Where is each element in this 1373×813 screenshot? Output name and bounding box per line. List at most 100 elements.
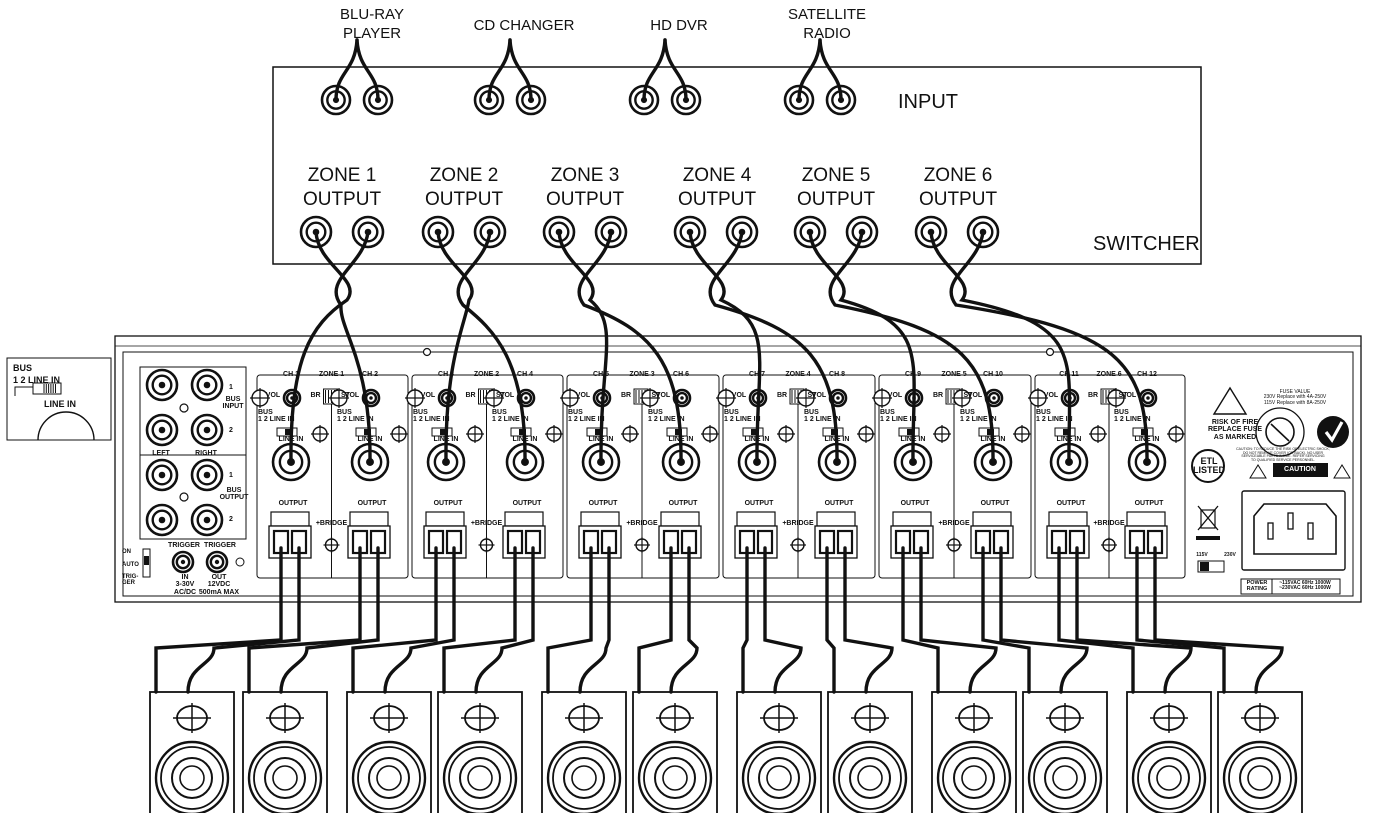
bridge-screw-3 <box>634 537 650 553</box>
bridge-label-2: +BRIDGE <box>470 520 503 527</box>
bus-jack-4 <box>190 413 224 447</box>
inset-jack-arc <box>37 411 95 441</box>
st-label-2: ST <box>496 392 505 399</box>
vol-screw-9 <box>872 388 892 408</box>
bus-switch-label-6: BUS 1 2 LINE IN <box>648 409 685 424</box>
zone-frame-6 <box>1034 374 1186 579</box>
line-in-screw-8 <box>857 425 875 443</box>
speaker-terminal-top-4 <box>504 511 544 527</box>
amp-chassis-inner <box>122 351 1354 597</box>
speakers <box>149 691 1303 813</box>
zone-cable-5-b <box>828 230 995 464</box>
inset-line-in-label: LINE IN <box>43 399 76 409</box>
mount-hole-left <box>422 347 432 357</box>
line-in-label-3: LINE IN <box>433 436 459 443</box>
c-tick-icon <box>1317 416 1349 448</box>
speaker-cable-11-b <box>1075 546 1193 694</box>
line-in-screw-4 <box>545 425 563 443</box>
vol-label-1: VOL <box>265 392 281 399</box>
zone-label-3: ZONE 3 <box>629 371 655 378</box>
source-cable-2-l <box>487 38 512 102</box>
bus-jack-8 <box>190 503 224 537</box>
speaker-cable-10-a <box>981 546 1031 694</box>
bus-output-label: BUS OUTPUT <box>219 487 249 502</box>
line-in-screw-5 <box>621 425 639 443</box>
vol-screw-1 <box>250 388 270 408</box>
speaker-cable-6-b <box>669 546 699 694</box>
channel-label-2: CH 2 <box>362 371 378 378</box>
line-in-label-12: LINE IN <box>1134 436 1160 443</box>
channel-label-3: CH 3 <box>438 371 454 378</box>
line-in-label-8: LINE IN <box>824 436 850 443</box>
speaker-cable-7-a <box>741 546 749 694</box>
trigger-out-label: OUT 12VDC 500mA MAX <box>198 574 240 596</box>
output-label-2: OUTPUT <box>357 500 387 507</box>
power-rating-value: ~115VAC 60Hz 1000W ~230VAC 60Hz 1000W <box>1279 580 1331 592</box>
bus-jack-3 <box>145 413 179 447</box>
zone-cable-2-a <box>436 230 474 464</box>
speaker-3 <box>346 691 432 813</box>
inset-switch-slot <box>32 382 62 395</box>
speaker-terminal-top-3 <box>425 511 465 527</box>
line-in-screw-7 <box>777 425 795 443</box>
output-label-3: OUTPUT <box>433 500 463 507</box>
zone-cable-3-b <box>577 230 683 464</box>
zone-frame-4 <box>722 374 876 579</box>
line-in-screw-2 <box>390 425 408 443</box>
vol-label-6: VOL <box>655 392 671 399</box>
vol-label-7: VOL <box>731 392 747 399</box>
br-label-2: BR <box>465 392 476 399</box>
speaker-cable-4-b <box>474 546 535 694</box>
bus-switch-label-1: BUS 1 2 LINE IN <box>258 409 295 424</box>
etl-label: ETL LISTED <box>1192 456 1225 476</box>
bridge-label-5: +BRIDGE <box>938 520 970 527</box>
channel-label-1: CH 1 <box>283 371 299 378</box>
bus-output-1-label: 1 <box>229 472 233 479</box>
risk-of-fire-label: RISK OF FIRE REPLACE FUSE AS MARKED <box>1207 419 1263 441</box>
br-label-3: BR <box>620 392 632 399</box>
zone-output-label-5: ZONE 5 OUTPUT <box>796 165 876 210</box>
line-in-label-9: LINE IN <box>900 436 926 443</box>
speaker-cable-9-b <box>919 546 998 694</box>
bridge-label-6: +BRIDGE <box>1093 520 1125 527</box>
zone-output-label-6: ZONE 6 OUTPUT <box>918 165 998 210</box>
line-in-label-1: LINE IN <box>278 436 304 443</box>
output-label-8: OUTPUT <box>824 500 854 507</box>
speaker-11 <box>1126 691 1212 813</box>
caution-banner <box>1273 463 1328 477</box>
fuse-warning-icon <box>1212 386 1248 415</box>
switcher-input-label: INPUT <box>898 91 958 113</box>
speaker-cable-10-b <box>999 546 1089 694</box>
channel-label-11: CH 11 <box>1059 371 1079 378</box>
zone-label-6: ZONE 6 <box>1096 371 1122 378</box>
speaker-cable-11-a <box>1057 546 1135 694</box>
bridge-screw-5 <box>946 537 962 553</box>
speaker-terminal-top-2 <box>349 511 389 527</box>
caution-exclaim-icon <box>1333 464 1351 479</box>
source-label-cd-changer: CD CHANGER <box>473 17 575 34</box>
speaker-2 <box>242 691 328 813</box>
bus-input-2-label: 2 <box>229 427 233 434</box>
zone-output-jack-5-left <box>793 215 827 249</box>
channel-label-5: CH 5 <box>593 371 609 378</box>
inset-switch-bracket <box>14 386 35 396</box>
trigger-polarity-icon <box>235 557 245 567</box>
bus-jack-2 <box>190 368 224 402</box>
vol-screw-12 <box>1106 388 1126 408</box>
output-label-7: OUTPUT <box>744 500 774 507</box>
speaker-8 <box>827 691 913 813</box>
vol-label-10: VOL <box>967 392 983 399</box>
br-label-1: BR <box>310 392 321 399</box>
zone-output-label-1: ZONE 1 OUTPUT <box>302 165 382 210</box>
speaker-7 <box>736 691 822 813</box>
vol-label-12: VOL <box>1121 392 1137 399</box>
speaker-cable-1-a <box>154 546 283 694</box>
bus-switch-label-10: BUS 1 2 LINE IN <box>960 409 997 424</box>
vol-label-9: VOL <box>887 392 903 399</box>
bus-jack-block <box>139 366 247 540</box>
speaker-cable-1-b <box>186 546 301 694</box>
channel-label-6: CH 6 <box>673 371 689 378</box>
output-label-4: OUTPUT <box>512 500 542 507</box>
speaker-cable-8-a <box>825 546 836 694</box>
